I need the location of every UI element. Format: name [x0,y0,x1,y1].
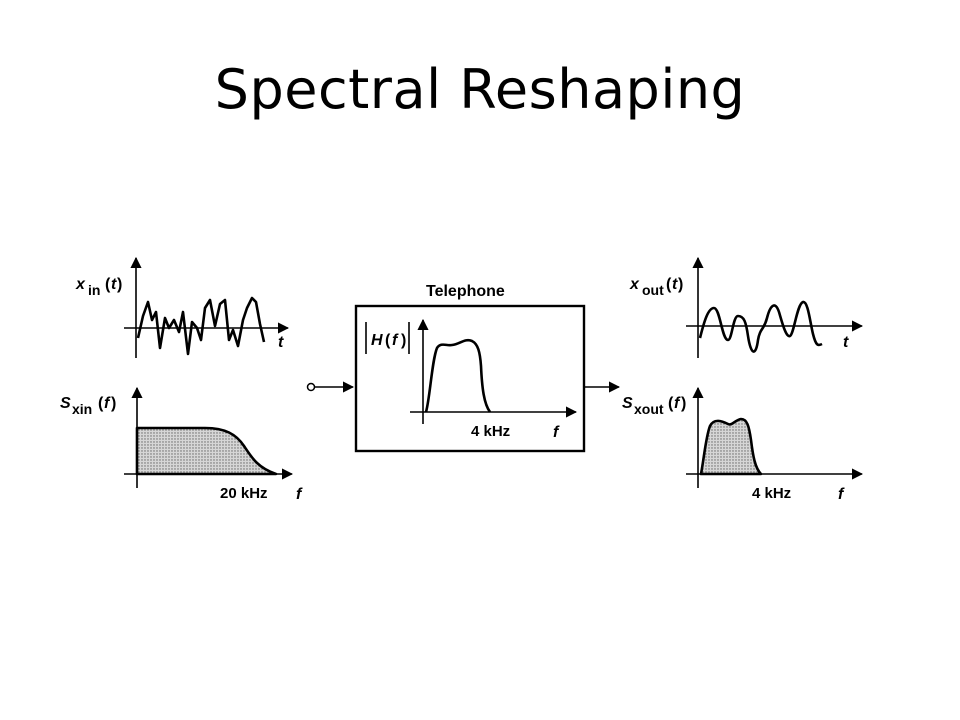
input-spectrum-label-open: ( [98,395,104,412]
input-spectrum-plot: S xin ( f ) 20 kHz f [60,386,303,503]
output-spectrum-label-var: S [622,395,633,412]
output-spectrum-area [699,417,763,476]
system-box [354,304,586,453]
input-time-label-var: x [75,276,86,293]
input-time-label-open: ( [105,276,111,293]
input-spectrum-area [135,426,278,476]
input-time-plot: x in ( t ) t [75,256,290,358]
output-spectrum-label-sub: xout [634,401,664,417]
input-spectrum-label-close: ) [111,395,116,412]
slide-title: Spectral Reshaping [214,58,746,121]
output-time-axis-label: t [843,334,849,351]
output-cutoff-label: 4 kHz [752,485,791,502]
output-spectrum-label-open: ( [668,395,674,412]
output-time-label-sub: out [642,282,664,298]
transfer-label-arg: f [392,332,399,349]
transfer-label-var: H [371,332,383,349]
output-time-label-close: ) [678,276,683,293]
input-noise-waveform [136,296,266,356]
input-time-axis-label: t [278,334,284,351]
output-filtered-waveform [698,300,823,353]
input-freq-axis-label: f [296,486,303,503]
transfer-label-close: ) [401,332,406,349]
output-time-label-open: ( [666,276,672,293]
system-title: Telephone [426,283,505,300]
input-spectrum-label-sub: xin [72,401,92,417]
input-spectrum-label-var: S [60,395,71,412]
output-spectrum-label-close: ) [681,395,686,412]
output-spectrum-label-arg: f [674,395,681,412]
output-time-plot: x out ( t ) t [629,256,864,358]
output-freq-axis-label: f [838,486,845,503]
system-freq-axis-label: f [553,424,560,441]
input-spectrum-label-arg: f [104,395,111,412]
input-terminal [306,382,316,392]
output-time-label-arg: t [672,276,678,293]
output-time-label-var: x [629,276,640,293]
input-time-label-close: ) [117,276,122,293]
telephone-system: Telephone H ( f ) 4 kHz f [354,283,586,453]
system-cutoff-label: 4 kHz [471,423,510,440]
output-spectrum-plot: S xout ( f ) 4 kHz f [622,386,864,503]
transfer-function-curve [424,338,492,413]
input-cutoff-label: 20 kHz [220,485,268,502]
input-time-label-sub: in [88,282,100,298]
input-time-label-arg: t [111,276,117,293]
transfer-label-open: ( [385,332,391,349]
